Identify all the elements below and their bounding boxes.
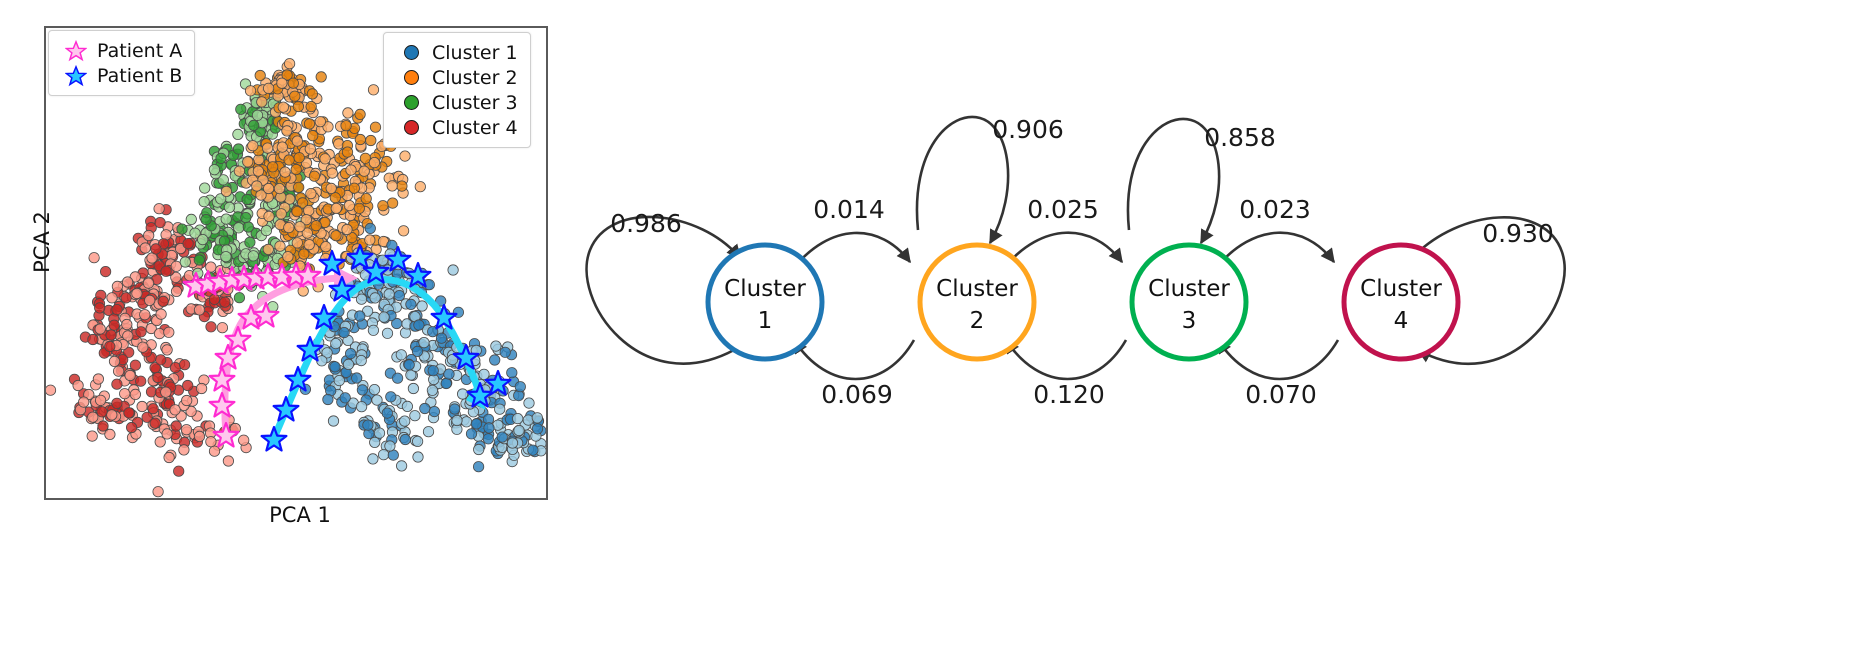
circle-marker-icon bbox=[394, 120, 428, 135]
node-cluster-4-line1: Cluster bbox=[1360, 276, 1442, 302]
legend-item-cluster-2: Cluster 2 bbox=[394, 65, 518, 90]
self-loop-label-c2: 0.906 bbox=[992, 115, 1064, 144]
legend-item-cluster-4: Cluster 4 bbox=[394, 115, 518, 140]
node-cluster-2-line1: Cluster bbox=[936, 276, 1018, 302]
legend-label: Cluster 3 bbox=[432, 91, 518, 114]
markov-chain-panel: Cluster 1 Cluster 2 Cluster 3 Cluster 4 … bbox=[580, 0, 1857, 647]
self-loop-c3 bbox=[1126, 117, 1221, 245]
node-cluster-3-line2: 3 bbox=[1182, 308, 1197, 334]
patient-legend: Patient A Patient B bbox=[48, 30, 196, 96]
node-cluster-2[interactable] bbox=[917, 242, 1037, 362]
edge-c4-c3 bbox=[1216, 338, 1340, 381]
self-loop-label-c1: 0.986 bbox=[610, 209, 682, 238]
node-cluster-1[interactable] bbox=[705, 242, 825, 362]
self-loop-label-c4: 0.930 bbox=[1482, 219, 1554, 248]
markov-canvas: Cluster 1 Cluster 2 Cluster 3 Cluster 4 … bbox=[585, 115, 1566, 409]
cluster-legend: Cluster 1 Cluster 2 Cluster 3 Cluster 4 bbox=[383, 32, 531, 148]
cluster-1-points bbox=[299, 222, 546, 473]
legend-item-patient-b: Patient B bbox=[59, 63, 182, 88]
node-cluster-2-line2: 2 bbox=[970, 308, 985, 334]
edge-c1-c2 bbox=[790, 231, 912, 271]
edge-label-c2-c3: 0.025 bbox=[1027, 195, 1099, 224]
self-loop-label-c3: 0.858 bbox=[1204, 123, 1276, 152]
pca-scatter-panel: PCA 2 PCA 1 Patient A Patient B bbox=[0, 0, 580, 647]
patient-a-stars bbox=[182, 261, 322, 448]
legend-item-cluster-1: Cluster 1 bbox=[394, 40, 518, 65]
node-cluster-4[interactable] bbox=[1341, 242, 1461, 362]
edge-label-c1-c2: 0.014 bbox=[813, 195, 885, 224]
circle-marker-icon bbox=[394, 45, 428, 60]
legend-label: Cluster 4 bbox=[432, 116, 518, 139]
scatter-canvas bbox=[46, 58, 546, 498]
edge-c2-c3 bbox=[1002, 231, 1124, 269]
self-loop-c1 bbox=[585, 215, 741, 365]
node-cluster-1-line2: 1 bbox=[758, 308, 773, 334]
circle-marker-icon bbox=[394, 70, 428, 85]
legend-label: Cluster 2 bbox=[432, 66, 518, 89]
self-loop-c4 bbox=[1411, 216, 1566, 366]
edge-label-c3-c2: 0.120 bbox=[1033, 380, 1105, 409]
node-cluster-1-line1: Cluster bbox=[724, 276, 806, 302]
edge-label-c4-c3: 0.070 bbox=[1245, 380, 1317, 409]
star-icon bbox=[59, 39, 93, 62]
star-icon bbox=[59, 64, 93, 87]
node-cluster-3[interactable] bbox=[1129, 242, 1249, 362]
edge-c3-c4 bbox=[1214, 231, 1336, 269]
legend-label: Patient A bbox=[97, 39, 183, 62]
legend-item-cluster-3: Cluster 3 bbox=[394, 90, 518, 115]
y-axis-label: PCA 2 bbox=[30, 211, 54, 273]
legend-label: Patient B bbox=[97, 64, 183, 87]
edge-c2-c1 bbox=[792, 338, 916, 381]
circle-marker-icon bbox=[394, 95, 428, 110]
legend-item-patient-a: Patient A bbox=[59, 38, 182, 63]
patient-b-stars bbox=[260, 243, 512, 452]
node-cluster-4-line2: 4 bbox=[1394, 308, 1409, 334]
edge-label-c2-c1: 0.069 bbox=[821, 380, 893, 409]
legend-label: Cluster 1 bbox=[432, 41, 518, 64]
node-cluster-3-line1: Cluster bbox=[1148, 276, 1230, 302]
edge-c3-c2 bbox=[1004, 338, 1128, 381]
self-loop-c2 bbox=[915, 115, 1010, 245]
x-axis-label: PCA 1 bbox=[269, 503, 331, 527]
edge-label-c3-c4: 0.023 bbox=[1239, 195, 1311, 224]
